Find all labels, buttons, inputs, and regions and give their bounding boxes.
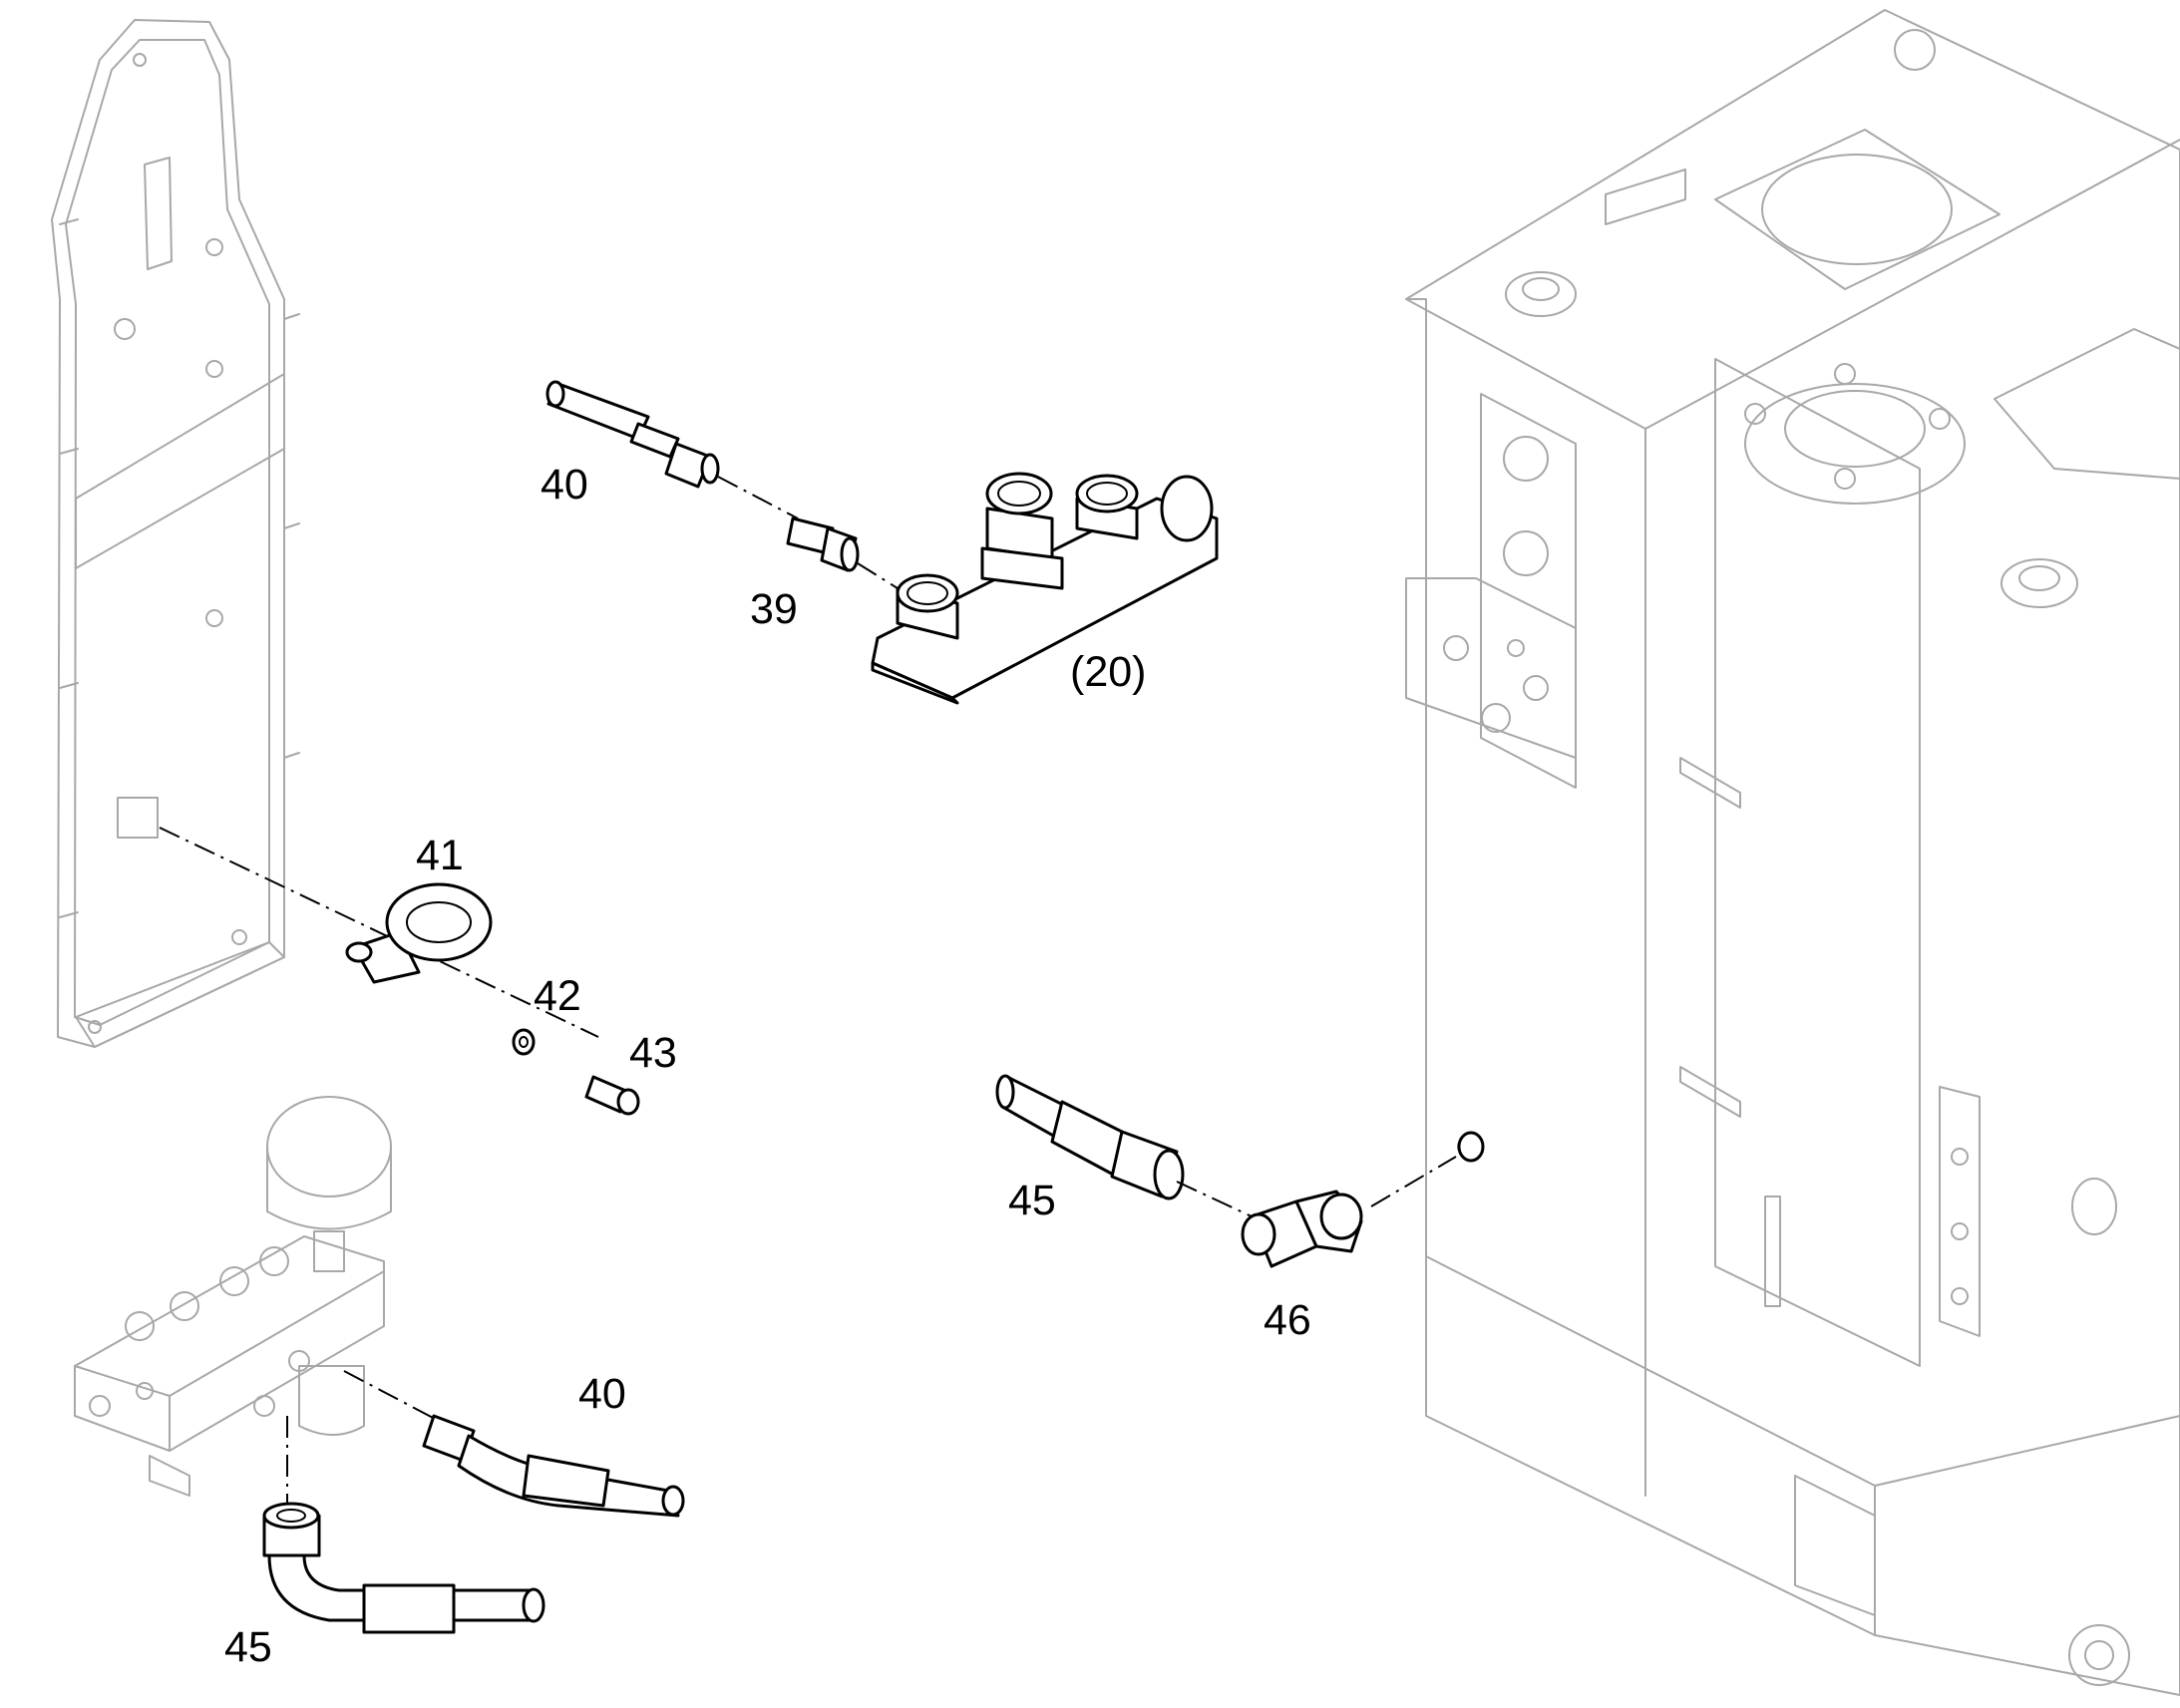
assembly-line-45-46	[1176, 1181, 1253, 1217]
assembly-line-frame-clamp	[159, 827, 599, 1038]
part-40-lower-hose	[422, 1414, 685, 1518]
part-46-elbow-fitting	[1241, 1190, 1363, 1268]
part-45-middle-hose	[995, 1074, 1185, 1200]
part-20-manifold	[871, 472, 1219, 705]
assembly-line-40-39	[717, 476, 799, 519]
callout-40-lower: 40	[578, 1370, 626, 1418]
main-housing	[1405, 9, 2180, 1696]
assembly-line-46-housing	[1370, 1156, 1457, 1207]
mounting-frame	[51, 19, 300, 1048]
callout-41: 41	[416, 832, 464, 879]
assembly-line-39-20	[857, 562, 899, 589]
part-43-screw	[584, 1075, 640, 1116]
callout-39: 39	[750, 585, 798, 633]
callout-45-middle: 45	[1008, 1177, 1056, 1224]
housing-port	[1457, 1131, 1485, 1163]
callout-43: 43	[629, 1029, 677, 1077]
callout-20: (20)	[1070, 648, 1146, 696]
callout-40-top: 40	[541, 461, 588, 509]
callout-45-lower: 45	[224, 1623, 272, 1671]
part-41-clamp	[345, 882, 493, 984]
part-40-top-hose	[545, 380, 720, 489]
callout-46: 46	[1264, 1296, 1311, 1344]
callout-42: 42	[534, 972, 581, 1020]
part-45-lower-hose	[262, 1502, 545, 1634]
part-42-washer	[512, 1028, 536, 1056]
valve-block	[74, 1096, 392, 1497]
callout-labels: 40 39 (20) 41 42 43 45 46 40 45	[224, 461, 1311, 1671]
part-39-adapter	[786, 516, 860, 572]
assembly-line-block-40	[343, 1370, 440, 1422]
